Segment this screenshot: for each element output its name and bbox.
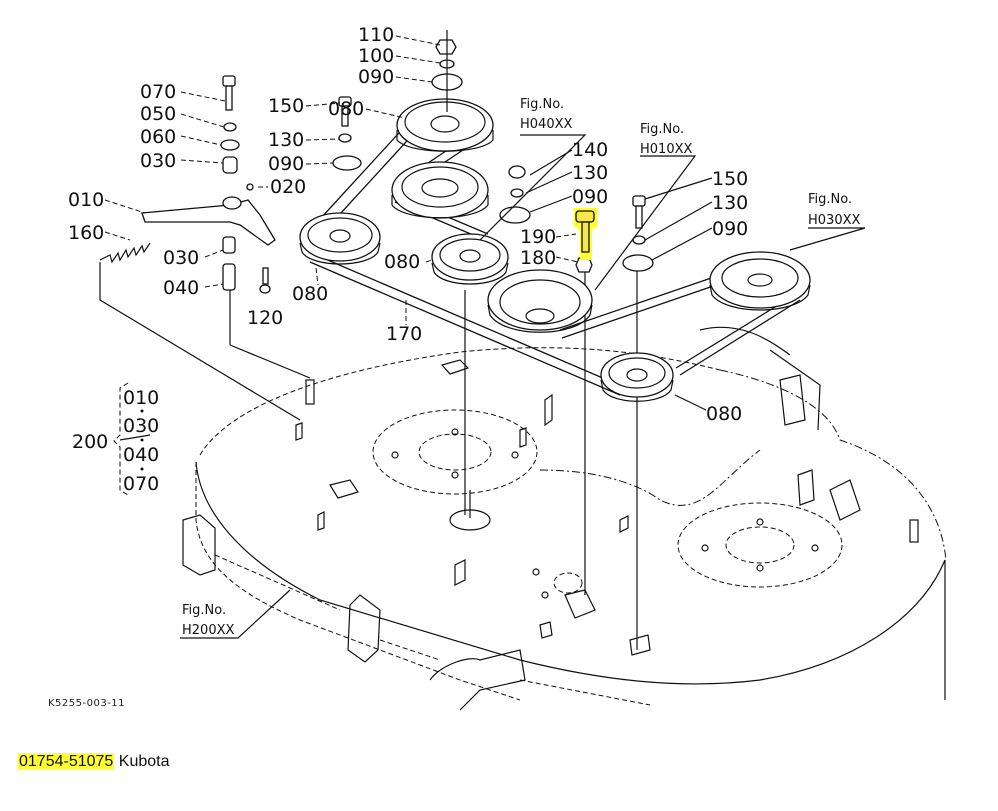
assembly-item: 070: [123, 473, 159, 495]
callout-080[interactable]: 080: [706, 403, 742, 425]
callout-150[interactable]: 150: [712, 168, 748, 190]
callout-050[interactable]: 050: [140, 103, 176, 125]
callout-190[interactable]: 190: [520, 226, 556, 248]
svg-text:Fig.No.: Fig.No.: [640, 122, 684, 137]
drawing-reference-code: K5255-003-11: [48, 698, 125, 709]
callout-160[interactable]: 160: [68, 222, 104, 244]
callout-leaders: [104, 35, 866, 639]
part-number[interactable]: 01754-51075: [18, 753, 115, 770]
fig-ref-h200xx[interactable]: Fig.No. H200XX: [182, 603, 234, 638]
svg-text:Fig.No.: Fig.No.: [520, 97, 564, 112]
svg-text:H200XX: H200XX: [182, 623, 234, 638]
mower-deck: [182, 326, 947, 711]
callout-090[interactable]: 090: [712, 218, 748, 240]
callout-170[interactable]: 170: [386, 323, 422, 345]
callout-120[interactable]: 120: [247, 307, 283, 329]
leader-lines: [99, 262, 638, 650]
callout-080[interactable]: 080: [384, 251, 420, 273]
pulley-h010xx: [487, 269, 593, 333]
callout-030[interactable]: 030: [163, 247, 199, 269]
brand-name: Kubota: [118, 753, 170, 770]
callout-140[interactable]: 140: [572, 139, 608, 161]
hardware: [99, 30, 654, 294]
pulley-right-idler: [600, 352, 674, 402]
callout-180[interactable]: 180: [520, 247, 556, 269]
svg-text:Fig.No.: Fig.No.: [808, 192, 852, 207]
callout-100[interactable]: 100: [358, 45, 394, 67]
right-spindle-opening: [677, 502, 843, 588]
callout-150[interactable]: 150: [268, 95, 304, 117]
pulley-center: [431, 233, 509, 285]
callout-130[interactable]: 130: [712, 192, 748, 214]
fig-ref-h010xx[interactable]: Fig.No. H010XX: [640, 122, 692, 157]
callout-090[interactable]: 090: [572, 186, 608, 208]
callout-080[interactable]: 080: [292, 283, 328, 305]
callout-060[interactable]: 060: [140, 126, 176, 148]
svg-text:H010XX: H010XX: [640, 142, 692, 157]
svg-text:H040XX: H040XX: [520, 117, 572, 132]
callout-020[interactable]: 020: [270, 176, 306, 198]
part-caption: 01754-51075 Kubota: [18, 753, 169, 771]
pulley-h040xx: [391, 161, 489, 219]
assembly-200[interactable]: 200 010 030 040 070: [72, 382, 159, 496]
pulley-h030xx: [709, 251, 811, 311]
assembly-item: 040: [123, 444, 159, 466]
assembly-number: 200: [72, 431, 108, 453]
parts-diagram: 110 100 090 070 050 060 030 150 080 130 …: [48, 24, 947, 711]
svg-text:H030XX: H030XX: [808, 213, 860, 228]
pulley-top: [396, 98, 494, 152]
left-spindle-opening: [372, 409, 538, 495]
svg-text:Fig.No.: Fig.No.: [182, 603, 226, 618]
callout-110[interactable]: 110: [358, 24, 394, 46]
callout-070[interactable]: 070: [140, 81, 176, 103]
callout-010[interactable]: 010: [68, 189, 104, 211]
fig-ref-h030xx[interactable]: Fig.No. H030XX: [808, 192, 860, 228]
callout-labels: 110 100 090 070 050 060 030 150 080 130 …: [68, 24, 748, 425]
fig-ref-h040xx[interactable]: Fig.No. H040XX: [520, 97, 572, 132]
pulley-left: [299, 212, 381, 265]
callout-090[interactable]: 090: [268, 153, 304, 175]
bolt-190-highlighted[interactable]: [574, 208, 598, 260]
assembly-item: 010: [123, 387, 159, 409]
callout-130[interactable]: 130: [268, 129, 304, 151]
callout-080[interactable]: 080: [328, 98, 364, 120]
callout-040[interactable]: 040: [163, 277, 199, 299]
assembly-item: 030: [123, 415, 159, 437]
callout-030[interactable]: 030: [140, 150, 176, 172]
callout-130[interactable]: 130: [572, 162, 608, 184]
callout-090[interactable]: 090: [358, 66, 394, 88]
